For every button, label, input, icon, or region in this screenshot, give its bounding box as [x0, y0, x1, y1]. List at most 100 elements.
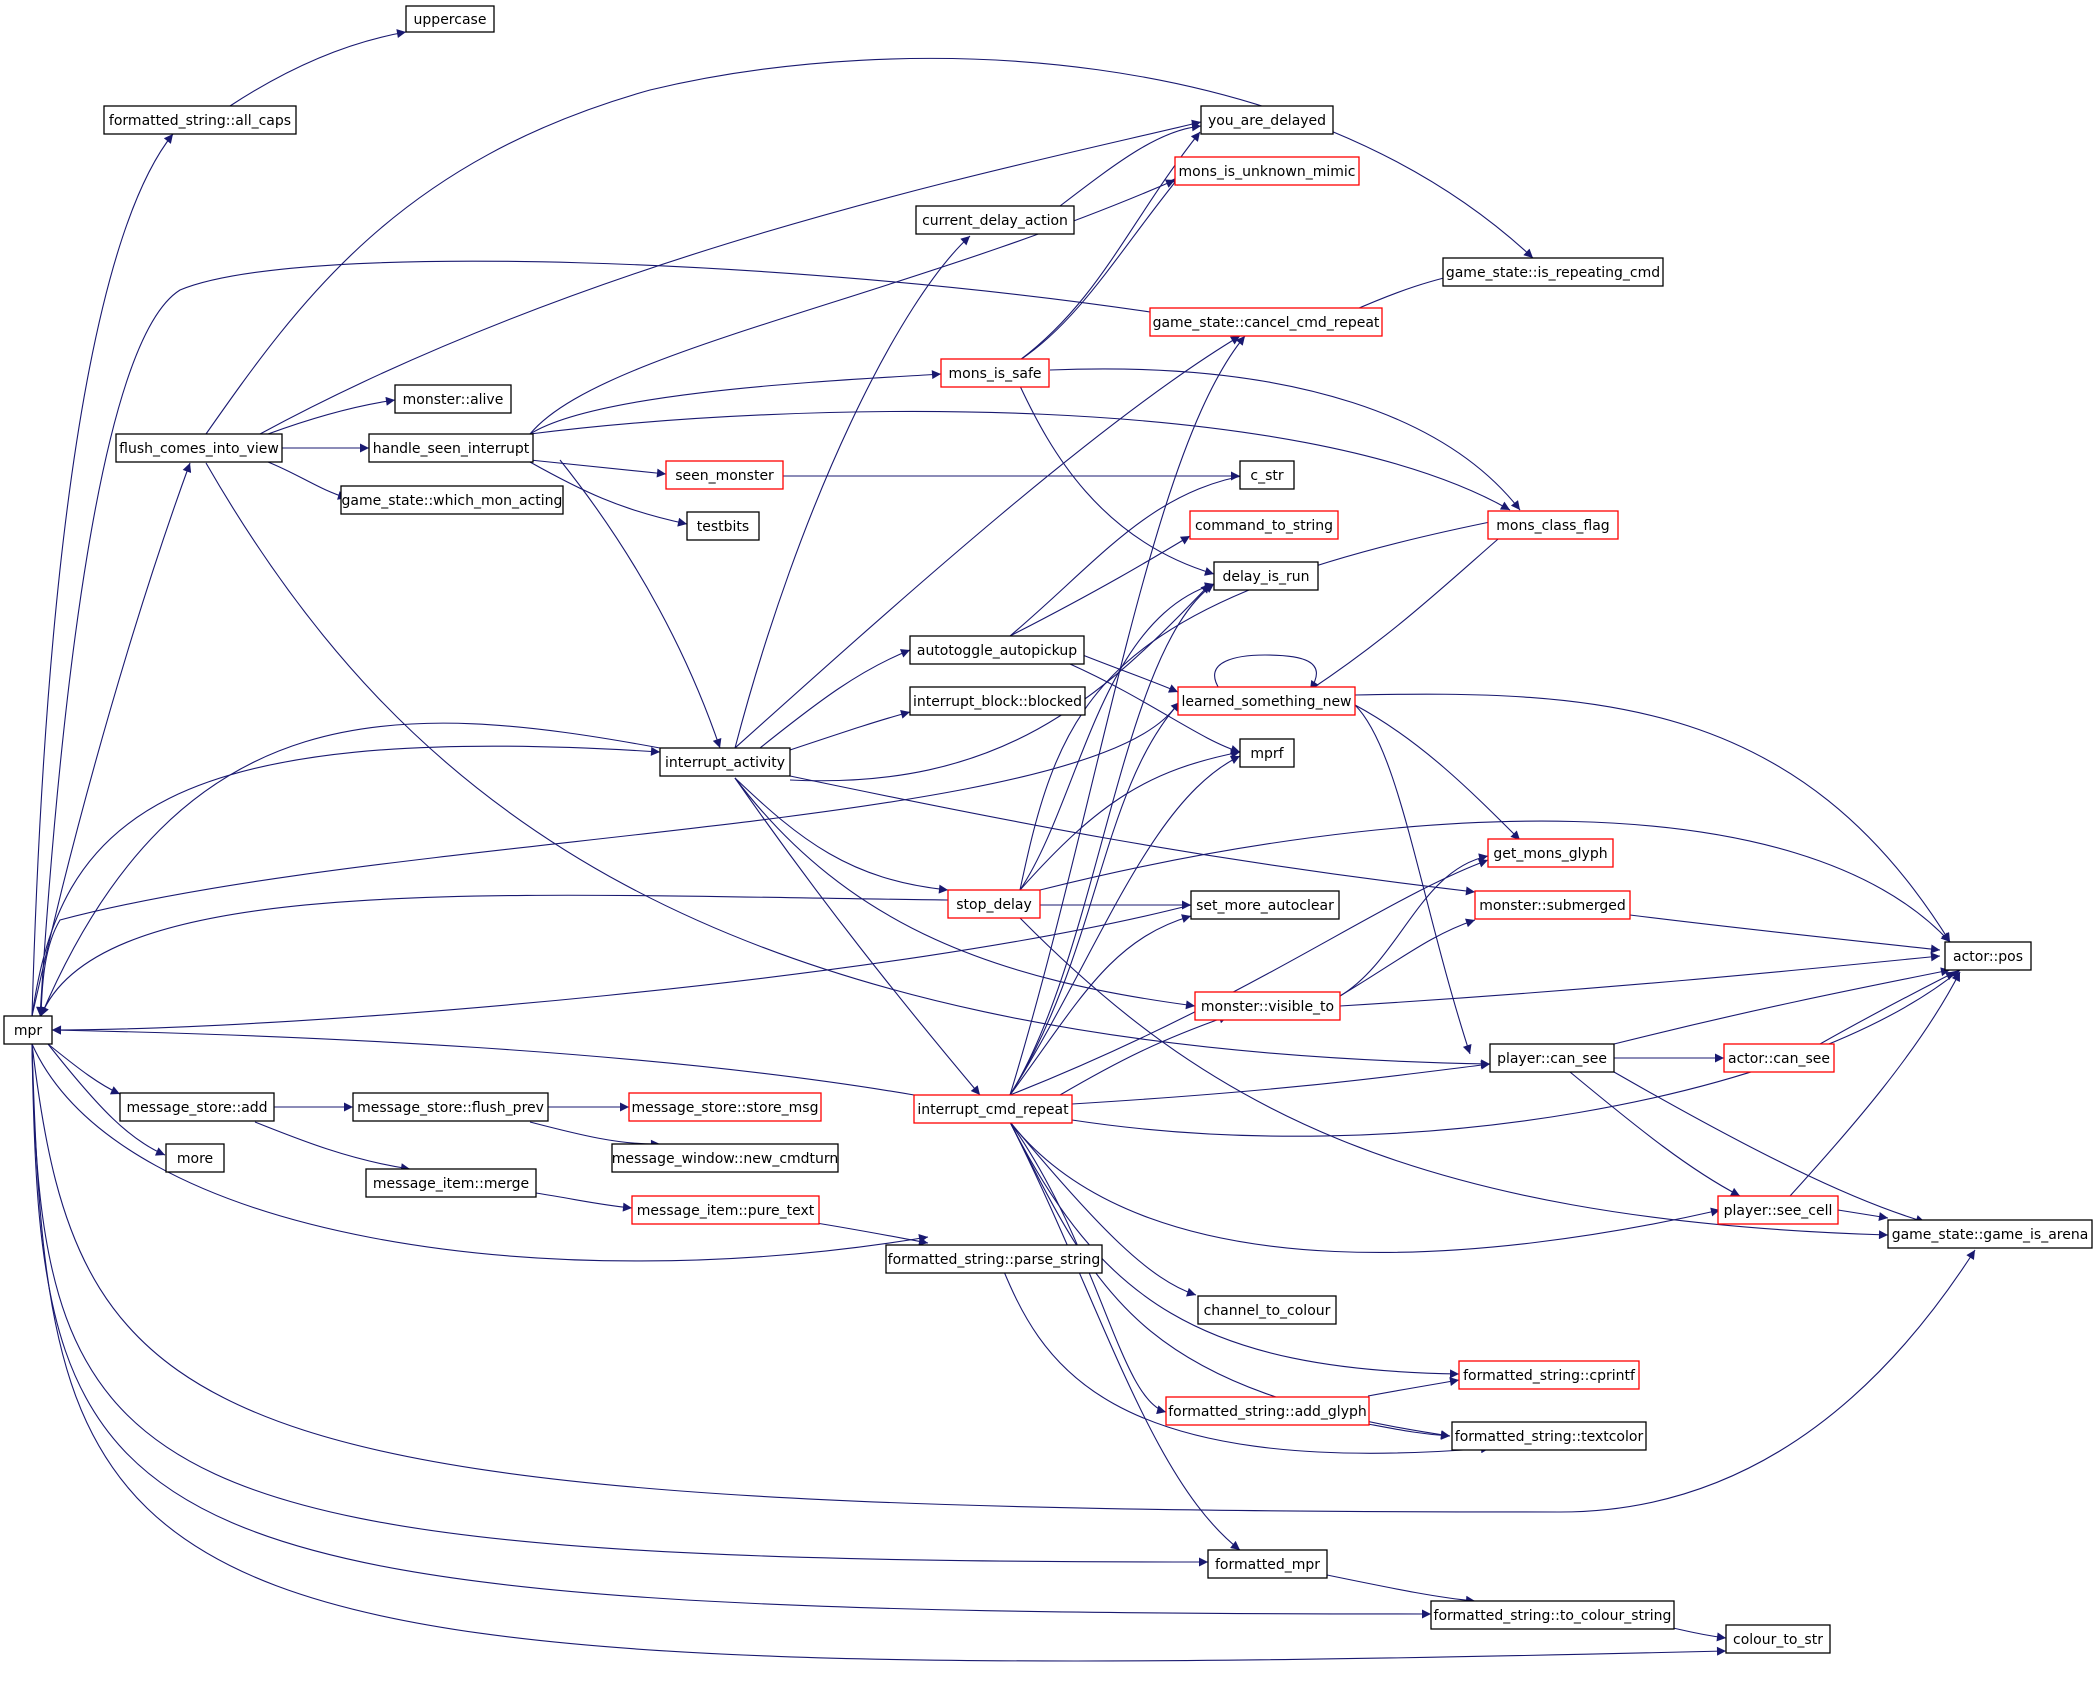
- node-box: [628, 1092, 822, 1122]
- edge-lsn-mons-class-flag: [1309, 519, 1521, 691]
- node-parse-string[interactable]: formatted_string::parse_string: [885, 1244, 1103, 1274]
- node-cprintf[interactable]: formatted_string::cprintf: [1458, 1360, 1640, 1390]
- node-box: [340, 485, 564, 515]
- node-command-to-string[interactable]: command_to_string: [1189, 510, 1339, 540]
- node-to-colour-string[interactable]: formatted_string::to_colour_string: [1430, 1600, 1675, 1630]
- node-mons-class-flag[interactable]: mons_class_flag: [1487, 510, 1619, 540]
- node-label: player::can_see: [1497, 1051, 1607, 1067]
- node-colour-to-str[interactable]: colour_to_str: [1725, 1624, 1831, 1654]
- node-label: message_store::flush_prev: [357, 1100, 544, 1116]
- node-all-caps[interactable]: formatted_string::all_caps: [103, 105, 297, 135]
- node-pure-text[interactable]: message_item::pure_text: [631, 1195, 820, 1225]
- node-formatted-mpr[interactable]: formatted_mpr: [1207, 1549, 1328, 1579]
- node-label: c_str: [1250, 468, 1283, 484]
- node-label: game_state::game_is_arena: [1892, 1227, 2089, 1243]
- node-box: [1487, 510, 1619, 540]
- node-actor-pos[interactable]: actor::pos: [1944, 941, 2032, 971]
- node-stop-delay[interactable]: stop_delay: [947, 889, 1041, 919]
- edge-vt-submerged: [1339, 918, 1476, 997]
- node-box: [103, 105, 297, 135]
- node-testbits[interactable]: testbits: [686, 511, 760, 541]
- edge-icr-cancel-cmd-repeat: [1009, 335, 1246, 1096]
- node-channel-to-colour[interactable]: channel_to_colour: [1197, 1295, 1337, 1325]
- node-mons-is-unknown-mimic[interactable]: mons_is_unknown_mimic: [1174, 156, 1360, 186]
- node-box: [1487, 838, 1614, 868]
- node-handle-seen-interrupt[interactable]: handle_seen_interrupt: [368, 433, 534, 463]
- edge-sc-game-is-arena: [1837, 1209, 1889, 1222]
- node-interrupt-cmd-repeat[interactable]: interrupt_cmd_repeat: [913, 1094, 1073, 1124]
- edge-sd-delay-is-run: [1019, 582, 1215, 891]
- node-box: [947, 889, 1041, 919]
- edge-cda-you-are-delayed: [1059, 122, 1202, 207]
- edge-learned-something-new-mpr: [36, 702, 1179, 1017]
- node-see-cell[interactable]: player::see_cell: [1717, 1195, 1839, 1225]
- node-box: [1430, 1600, 1675, 1630]
- node-box: [1458, 1360, 1640, 1390]
- node-label: you_are_delayed: [1208, 113, 1326, 129]
- node-interrupt-activity[interactable]: interrupt_activity: [659, 747, 791, 777]
- node-flush-comes-into-view[interactable]: flush_comes_into_view: [115, 433, 283, 463]
- edge-ag-textcolor: [1367, 1423, 1451, 1440]
- node-uppercase[interactable]: uppercase: [405, 5, 495, 33]
- edge-ia-current-delay-action: [734, 235, 971, 749]
- node-mprf[interactable]: mprf: [1239, 738, 1295, 768]
- node-textcolor[interactable]: formatted_string::textcolor: [1451, 1421, 1647, 1451]
- edge-icr-set-more-autoclear: [1009, 914, 1192, 1096]
- edge-mis-mons-is-unknown-mimic: [1019, 175, 1181, 361]
- node-player-can-see[interactable]: player::can_see: [1489, 1043, 1615, 1073]
- node-learned-something-new[interactable]: learned_something_new: [1177, 686, 1356, 716]
- node-label: testbits: [697, 519, 749, 535]
- node-flush-prev[interactable]: message_store::flush_prev: [352, 1092, 549, 1122]
- node-game-is-arena[interactable]: game_state::game_is_arena: [1887, 1219, 2093, 1249]
- node-actor-can-see[interactable]: actor::can_see: [1723, 1043, 1835, 1073]
- node-you-are-delayed[interactable]: you_are_delayed: [1200, 105, 1334, 135]
- node-get-mons-glyph[interactable]: get_mons_glyph: [1487, 838, 1614, 868]
- node-visible-to[interactable]: monster::visible_to: [1194, 991, 1341, 1021]
- node-box: [1239, 460, 1295, 490]
- edge-sd-game-is-arena: [1019, 917, 1889, 1240]
- node-current-delay-action[interactable]: current_delay_action: [915, 205, 1075, 235]
- edge-lsn-player-can-see: [1354, 704, 1472, 1055]
- edge-stop-delay-mpr: [40, 894, 949, 1017]
- node-box: [915, 205, 1075, 235]
- node-seen-monster[interactable]: seen_monster: [665, 460, 784, 490]
- node-ms-add[interactable]: message_store::add: [119, 1092, 275, 1122]
- node-autotoggle-autopickup[interactable]: autotoggle_autopickup: [909, 635, 1085, 665]
- node-label: more: [177, 1151, 213, 1167]
- node-label: command_to_string: [1195, 518, 1333, 534]
- node-add-glyph[interactable]: formatted_string::add_glyph: [1165, 1396, 1370, 1426]
- node-label: delay_is_run: [1223, 569, 1310, 585]
- node-is-repeating-cmd[interactable]: game_state::is_repeating_cmd: [1442, 257, 1664, 287]
- edge-mpr-interrupt-activity: [31, 745, 661, 1017]
- node-box: [1451, 1421, 1647, 1451]
- node-label: interrupt_activity: [665, 755, 785, 771]
- edge-ia-autotoggle-autopickup: [759, 649, 911, 749]
- node-label: mons_is_unknown_mimic: [1179, 164, 1356, 180]
- node-mons-is-safe[interactable]: mons_is_safe: [940, 358, 1050, 388]
- node-box: [365, 1168, 537, 1198]
- node-delay-is-run[interactable]: delay_is_run: [1213, 561, 1319, 591]
- node-new-cmdturn[interactable]: message_window::new_cmdturn: [611, 1143, 839, 1173]
- node-which-mon-acting[interactable]: game_state::which_mon_acting: [340, 485, 564, 515]
- edge-icr-add-glyph: [1009, 1121, 1167, 1415]
- node-mi-merge[interactable]: message_item::merge: [365, 1168, 537, 1198]
- node-box: [119, 1092, 275, 1122]
- node-box: [909, 635, 1085, 665]
- node-submerged[interactable]: monster::submerged: [1474, 890, 1631, 920]
- node-box: [1207, 1549, 1328, 1579]
- node-mpr[interactable]: mpr: [3, 1015, 53, 1045]
- node-label: current_delay_action: [922, 213, 1068, 229]
- edge-hsi-interrupt-activity: [559, 459, 722, 749]
- node-store-msg[interactable]: message_store::store_msg: [628, 1092, 822, 1122]
- node-more[interactable]: more: [165, 1143, 225, 1173]
- node-label: actor::pos: [1953, 949, 2023, 965]
- node-set-more-autoclear[interactable]: set_more_autoclear: [1190, 890, 1340, 920]
- edge-pure-text-parse-string: [809, 1221, 929, 1246]
- node-c-str[interactable]: c_str: [1239, 460, 1295, 490]
- node-label: uppercase: [414, 12, 487, 28]
- node-monster-alive[interactable]: monster::alive: [394, 384, 512, 414]
- node-cancel-cmd-repeat[interactable]: game_state::cancel_cmd_repeat: [1149, 307, 1383, 337]
- node-label: monster::alive: [403, 392, 504, 408]
- node-blocked[interactable]: interrupt_block::blocked: [909, 686, 1086, 716]
- node-label: game_state::cancel_cmd_repeat: [1153, 315, 1380, 331]
